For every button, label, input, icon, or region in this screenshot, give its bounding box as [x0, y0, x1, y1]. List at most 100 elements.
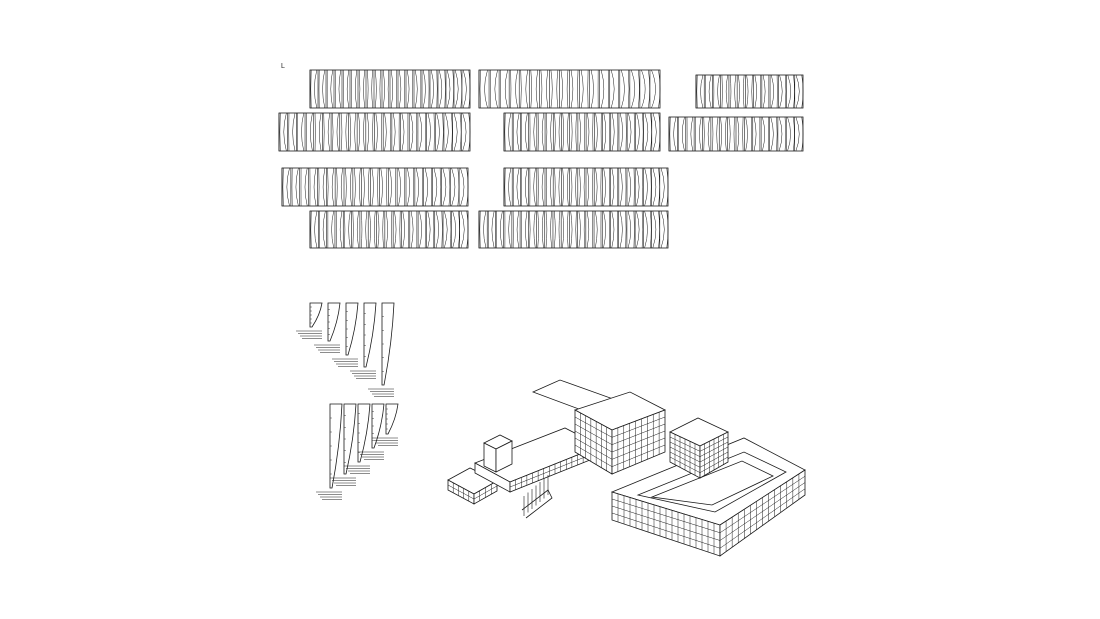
panel — [561, 112, 569, 152]
panel — [728, 74, 737, 109]
grid-line — [447, 484, 475, 500]
panel — [313, 112, 322, 152]
panel — [278, 112, 287, 152]
panel — [643, 112, 652, 152]
panel — [593, 167, 602, 207]
panel — [442, 210, 452, 249]
fin-profile — [372, 403, 399, 446]
panel — [528, 69, 539, 109]
panel — [296, 112, 304, 152]
panel — [536, 167, 545, 207]
panel — [626, 112, 636, 152]
panel — [685, 116, 694, 152]
panel — [391, 112, 400, 152]
panel — [325, 69, 334, 109]
ramp-legs — [523, 475, 549, 516]
panel-row-7 — [281, 167, 469, 207]
grid-line — [611, 505, 721, 541]
panel — [281, 167, 290, 207]
fin-profile — [358, 403, 385, 460]
panel — [634, 167, 644, 207]
fin-profile — [296, 302, 323, 339]
upper-left-tower — [483, 434, 513, 473]
panel — [376, 210, 384, 249]
panel — [330, 112, 339, 152]
panel — [400, 112, 409, 152]
panel — [449, 167, 460, 207]
grid-line — [699, 446, 729, 463]
panel-elevations — [278, 69, 804, 249]
pavilion-block — [447, 467, 498, 505]
panel — [437, 69, 446, 109]
panel — [325, 167, 335, 207]
panel — [520, 167, 528, 207]
panel — [579, 69, 589, 109]
panel-row-2 — [478, 69, 661, 109]
grid-line — [574, 444, 613, 467]
grid-line — [574, 423, 613, 445]
panel — [769, 116, 778, 152]
fin-profile — [350, 302, 377, 379]
panel — [602, 112, 610, 152]
panel — [528, 167, 536, 207]
panel — [668, 116, 677, 152]
panel — [503, 112, 512, 152]
panel — [511, 167, 520, 207]
grid-line — [719, 476, 806, 533]
panel — [365, 112, 374, 152]
panel — [503, 210, 511, 249]
panel — [736, 74, 745, 109]
panel — [634, 210, 644, 249]
panel — [432, 167, 442, 207]
panel — [488, 69, 498, 109]
panel — [610, 167, 618, 207]
panel — [343, 167, 352, 207]
panel — [413, 69, 422, 109]
panel — [651, 210, 660, 249]
grid-line — [719, 488, 806, 549]
panel — [786, 74, 795, 109]
fin-profile — [330, 403, 357, 486]
grid-line — [699, 436, 729, 452]
panel — [552, 112, 561, 152]
panel — [610, 210, 618, 249]
panel — [659, 167, 669, 207]
panel — [585, 112, 594, 152]
panel — [778, 74, 787, 109]
panel — [370, 167, 379, 207]
panel — [560, 210, 569, 249]
panel — [382, 112, 391, 152]
panel — [339, 112, 348, 152]
panel — [528, 210, 536, 249]
grid-line — [611, 416, 666, 438]
fin-profile — [368, 302, 395, 397]
panel — [381, 69, 390, 109]
panel — [396, 167, 405, 207]
fin-profile — [314, 302, 341, 353]
panel — [593, 210, 602, 249]
panel — [361, 167, 370, 207]
panel — [618, 112, 627, 152]
courtyard-facade-grid — [611, 473, 806, 554]
panel — [352, 167, 361, 207]
panel — [712, 74, 720, 109]
main-block — [531, 379, 666, 475]
panel-row-6 — [668, 116, 804, 152]
panel — [503, 167, 512, 207]
grid-line — [669, 456, 701, 473]
panel — [609, 69, 619, 109]
panel — [619, 69, 630, 109]
panel-row-9 — [309, 210, 469, 249]
panel — [423, 167, 433, 207]
panel — [349, 69, 358, 109]
grid-line — [611, 512, 721, 549]
panel — [478, 69, 488, 109]
panel — [536, 210, 544, 249]
fin-group-upper — [296, 302, 395, 397]
panel — [445, 69, 454, 109]
panel — [379, 167, 388, 207]
panel — [785, 116, 795, 152]
panel — [478, 210, 487, 249]
panel — [308, 167, 317, 207]
panel — [348, 112, 357, 152]
